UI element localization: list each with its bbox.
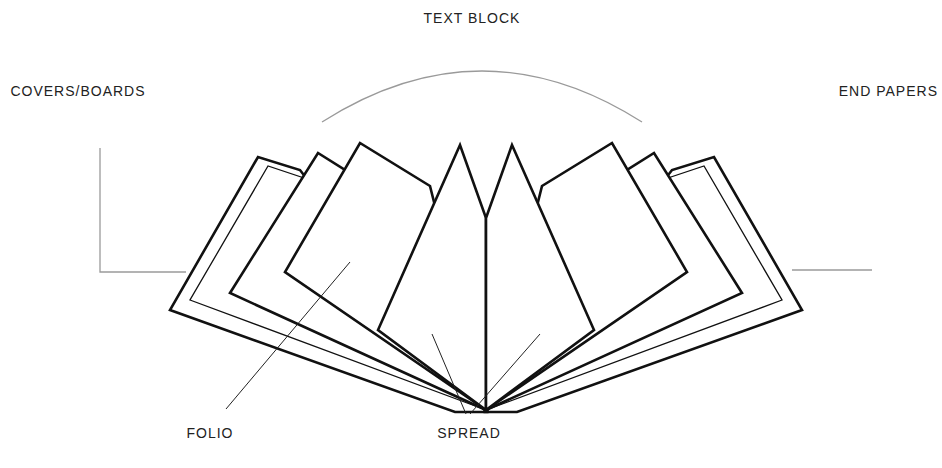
covers-bracket — [100, 148, 186, 272]
spread-leader — [432, 334, 466, 414]
left-folio-page — [285, 143, 486, 410]
covers-label: COVERS/BOARDS — [10, 83, 145, 99]
spread-label: SPREAD — [437, 425, 501, 441]
end-papers-label: END PAPERS — [839, 83, 938, 99]
text-block-label: TEXT BLOCK — [424, 10, 521, 26]
right-spread-page — [486, 145, 594, 410]
text-block-arc — [322, 71, 642, 122]
folio-label: FOLIO — [186, 425, 233, 441]
spread-leader — [470, 334, 540, 414]
right-folio-page — [486, 143, 687, 410]
folio-leader — [226, 262, 350, 409]
end-papers-line — [792, 269, 872, 270]
left-spread-page — [378, 145, 486, 410]
